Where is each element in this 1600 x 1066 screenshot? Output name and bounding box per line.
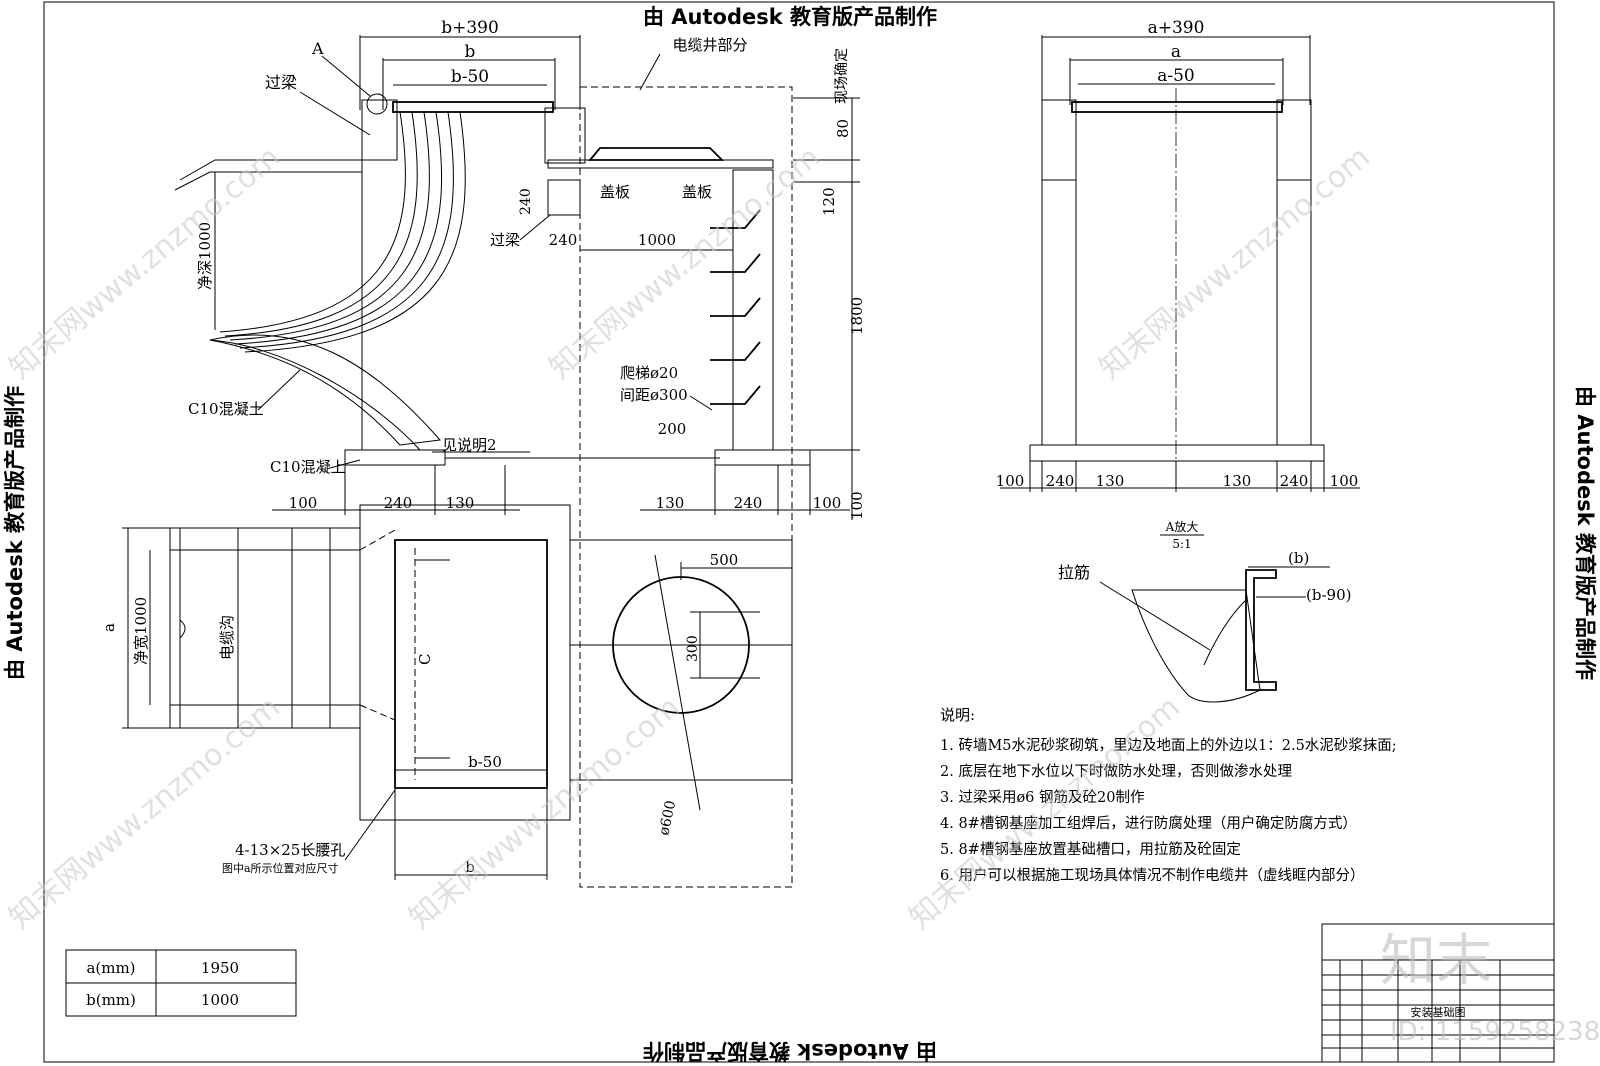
c10-label-1: C10混凝土 <box>188 400 264 418</box>
plan-view: a 净宽1000 电缆沟 C b-50 b 500 300 ø600 4-13×… <box>100 504 793 880</box>
site-watermark-5: 知末网www.znzmo.com <box>403 690 687 936</box>
bottom-dim-right-3: 100 <box>813 494 842 512</box>
dim-100-right: 100 <box>848 491 866 520</box>
param-b-value: 1000 <box>201 991 239 1009</box>
id-watermark: ID: 1159258238 <box>1390 1017 1600 1047</box>
bottom-dim-right-2: 240 <box>734 494 763 512</box>
note-item-4: 4. 8#槽钢基座加工组焊后，进行防腐处理（用户确定防腐方式） <box>940 814 1357 832</box>
plan-cable-trench: 电缆沟 <box>218 615 236 660</box>
plan-dim-500: 500 <box>710 551 739 569</box>
cable-well-dashed-box <box>579 86 793 888</box>
bottom-dim-left-1: 100 <box>289 494 318 512</box>
dim-b390: b+390 <box>441 18 499 38</box>
autodesk-stamp-right: 由 Autodesk 教育版产品制作 <box>1573 386 1597 680</box>
detail-a-marker <box>366 93 388 115</box>
ladder-rungs <box>710 209 761 405</box>
plan-dim-b50: b-50 <box>468 753 502 771</box>
cable-well-part: 电缆井部分 <box>672 36 747 54</box>
beam-label: 过梁 <box>265 73 297 92</box>
note-item-3: 3. 过梁采用ø6 钢筋及砼20制作 <box>940 789 1144 806</box>
dim-240-v: 240 <box>518 188 534 215</box>
detail-rebar-label: 拉筋 <box>1058 563 1090 582</box>
see-note-2: 见说明2 <box>442 436 497 454</box>
dim-120: 120 <box>820 187 838 216</box>
site-watermark-3: 知末网www.znzmo.com <box>1093 140 1377 386</box>
autodesk-stamp-top: 由 Autodesk 教育版产品制作 <box>643 5 937 29</box>
site-watermark-2: 知末网www.znzmo.com <box>543 140 827 386</box>
detail-a-title: A放大 <box>1165 519 1199 534</box>
c10-label-2: C10混凝上 <box>270 458 346 476</box>
param-a-value: 1950 <box>201 959 239 977</box>
dim-b: b <box>465 42 476 62</box>
notes-title: 说明: <box>940 706 975 724</box>
note-item-1: 1. 砖墙M5水泥砂浆砌筑，里边及地面上的外边以1：2.5水泥砂浆抹面; <box>940 736 1397 754</box>
section-view: b+390 b b-50 A 过梁 净深1000 C10混凝土 <box>174 18 866 888</box>
ladder-spec-1: 爬梯ø20 <box>620 364 678 382</box>
dim-b-50: b-50 <box>451 67 489 87</box>
dim-200: 200 <box>658 420 687 438</box>
site-watermark-4: 知末网www.znzmo.com <box>3 690 287 936</box>
detail-mark-a: A <box>311 39 324 58</box>
front-dim-a: a <box>1171 42 1181 62</box>
plan-dim-300: 300 <box>685 635 701 662</box>
param-table: a(mm) 1950 b(mm) 1000 <box>65 949 297 1017</box>
logo-watermark: 知末 <box>1380 929 1492 994</box>
autodesk-stamp-bottom: 由 Autodesk 教育版产品制作 <box>643 1039 937 1063</box>
detail-dim-b90: (b-90) <box>1306 586 1351 604</box>
site-watermark-1: 知末网www.znzmo.com <box>3 140 287 386</box>
drawing-name: 安装基础图 <box>1411 1005 1466 1019</box>
dim-80: 80 <box>834 119 852 138</box>
plan-holes-note: 图中a所示位置对应尺寸 <box>222 861 339 875</box>
bottom-dim-left-2: 240 <box>384 494 413 512</box>
plan-dim-c: C <box>416 654 434 665</box>
autodesk-stamp-left: 由 Autodesk 教育版产品制作 <box>3 386 27 680</box>
plan-dim-b: b <box>465 858 475 876</box>
front-bottom-dim-5: 240 <box>1280 472 1309 490</box>
detail-dim-b: (b) <box>1288 549 1309 567</box>
site-watermark-6: 知末网www.znzmo.com <box>903 690 1187 936</box>
dim-1000: 1000 <box>638 231 676 249</box>
note-item-5: 5. 8#槽钢基座放置基础槽口，用拉筋及砼固定 <box>940 841 1241 858</box>
front-bottom-dim-2: 240 <box>1046 472 1075 490</box>
detail-a: A放大 5:1 (b) (b-90) 拉筋 <box>1058 519 1351 703</box>
plan-holes: 4-13×25长腰孔 <box>235 841 345 859</box>
detail-a-scale: 5:1 <box>1172 537 1191 551</box>
front-view: a+390 a a-50 100 240 130 130 240 100 <box>996 18 1360 492</box>
notes: 说明: 1. 砖墙M5水泥砂浆砌筑，里边及地面上的外边以1：2.5水泥砂浆抹面;… <box>940 706 1397 884</box>
drawing-frame <box>43 1 1555 1063</box>
plan-dim-dia: ø600 <box>656 799 679 837</box>
note-item-2: 2. 底层在地下水位以下时做防水处理，否则做渗水处理 <box>940 763 1292 780</box>
param-b-name: b(mm) <box>86 991 136 1009</box>
beam-label-2: 过梁 <box>490 231 520 249</box>
front-bottom-dim-1: 100 <box>996 472 1025 490</box>
note-item-6: 6. 用户可以根据施工现场具体情况不制作电缆井（虚线眶内部分） <box>940 867 1364 884</box>
plan-clear-width: 净宽1000 <box>132 597 150 665</box>
dim-1800: 1800 <box>848 297 866 335</box>
site-decided: 现场确定 <box>834 48 850 104</box>
front-left-brick-wall <box>1041 179 1077 446</box>
clear-depth: 净深1000 <box>196 222 214 290</box>
front-bottom-dim-4: 130 <box>1223 472 1252 490</box>
dim-240-h: 240 <box>549 231 578 249</box>
front-dim-a390: a+390 <box>1148 18 1205 38</box>
bottom-dim-right-1: 130 <box>656 494 685 512</box>
cover-label-1: 盖板 <box>600 183 630 201</box>
front-dim-a-50: a-50 <box>1157 66 1195 86</box>
front-bottom-dim-6: 100 <box>1330 472 1359 490</box>
param-a-name: a(mm) <box>86 959 135 977</box>
ladder-spec-2: 间距ø300 <box>620 386 688 404</box>
plan-dim-a: a <box>100 623 118 632</box>
front-bottom-dim-3: 130 <box>1096 472 1125 490</box>
well-brick-wall <box>732 169 774 451</box>
bottom-dim-left-3: 130 <box>446 494 475 512</box>
title-block: 安装基础图 <box>1321 923 1555 1063</box>
cover-label-2: 盖板 <box>682 183 712 201</box>
